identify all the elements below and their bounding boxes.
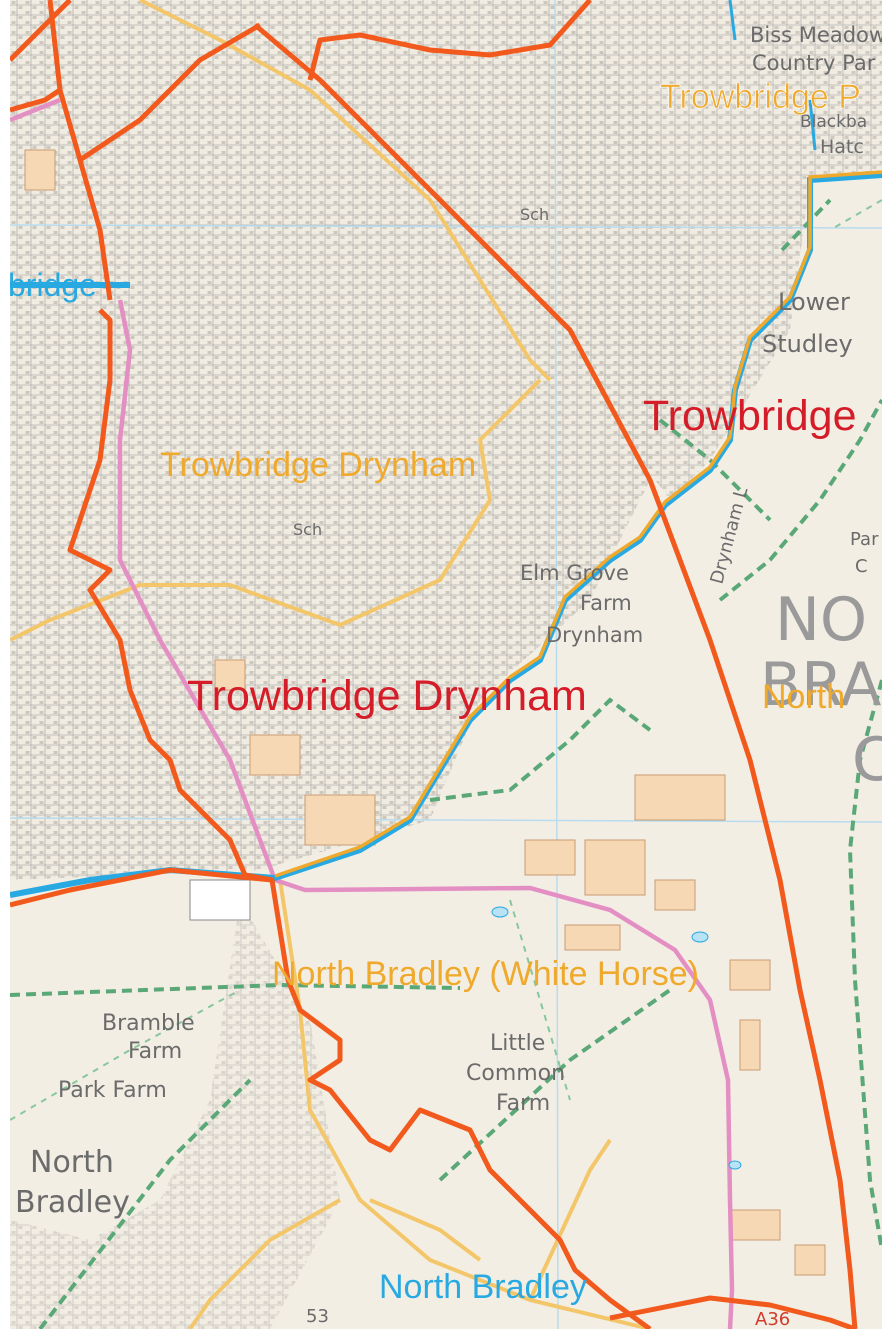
hatch-text: Hatc — [820, 136, 864, 158]
bramble-text: Bramble — [102, 1011, 195, 1036]
division-boundary — [274, 170, 882, 878]
bradley-map-text: Bradley — [15, 1185, 130, 1220]
big-b-text: BRA — [760, 650, 881, 720]
sch-top-text: Sch — [520, 205, 549, 224]
park-c-text: Par — [850, 529, 879, 550]
map-canvas[interactable]: Biss Meadow Country Par Blackba Hatc Sch… — [10, 0, 882, 1329]
buildings — [24, 149, 826, 1276]
trowbridge-drynham-orange-label: Trowbridge Drynham — [160, 446, 476, 484]
park-farm-text: Park Farm — [58, 1078, 167, 1103]
big-n-text: NO — [775, 585, 867, 655]
little-text: Little — [490, 1031, 545, 1056]
north-partial-label: North — [762, 678, 845, 716]
district-road — [10, 97, 735, 1329]
bridge-label: bridge — [10, 267, 97, 303]
boundary-labels: Trowbridge P bridge Trowbridge Trowbridg… — [10, 78, 861, 1306]
big-c-text: C — [852, 725, 882, 795]
road-a36-text: A36 — [755, 1309, 790, 1329]
trowbridge-p-label: Trowbridge P — [660, 78, 861, 116]
sch-mid-text: Sch — [293, 520, 322, 539]
blackball-text: Blackba — [800, 112, 867, 132]
footpaths-light — [10, 199, 882, 1121]
north-bradley-blue-label: North Bradley — [379, 1268, 587, 1306]
studley-text: Studley — [762, 330, 853, 358]
drynham-lane-text: Drynham L — [707, 485, 753, 586]
urban-area — [10, 0, 882, 1329]
water-features — [491, 0, 817, 1170]
north-map-text: North — [30, 1145, 114, 1180]
ward-boundary — [10, 0, 858, 1329]
little-farm-text: Farm — [496, 1091, 550, 1116]
drynham-small-text: Drynham — [546, 623, 643, 647]
park-c2-text: C — [855, 556, 868, 577]
common-text: Common — [466, 1061, 565, 1086]
country-park-text: Country Par — [752, 51, 876, 75]
lower-text: Lower — [778, 288, 850, 316]
trowbridge-drynham-red-label: Trowbridge Drynham — [187, 672, 587, 720]
elm-grove-text: Elm Grove — [520, 561, 629, 585]
footpaths — [10, 198, 882, 1329]
bramble-farm-text: Farm — [128, 1039, 182, 1064]
map-frame[interactable]: Biss Meadow Country Par Blackba Hatc Sch… — [10, 0, 882, 1329]
north-bradley-white-horse-label: North Bradley (White Horse) — [272, 955, 699, 993]
elm-farm-text: Farm — [580, 591, 632, 615]
minor-roads — [10, 0, 651, 1329]
biss-meadow-text: Biss Meadow — [750, 23, 882, 47]
road-53-text: 53 — [306, 1306, 329, 1327]
trowbridge-red-label: Trowbridge — [643, 392, 857, 440]
